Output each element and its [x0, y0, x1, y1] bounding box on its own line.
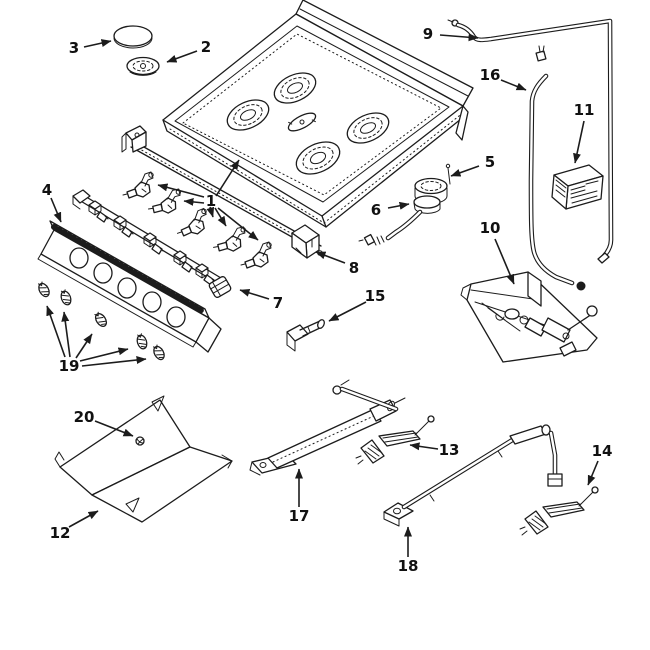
callout-2-arrow	[166, 50, 198, 63]
regulator-tube	[528, 45, 586, 291]
callout-3-arrow	[83, 39, 112, 48]
callout-19-label: 19	[59, 357, 80, 375]
callout-6-label: 6	[371, 201, 381, 219]
callout-8-arrow	[315, 251, 346, 264]
manifold-pipe	[72, 189, 232, 298]
cooktop-maintop	[162, 0, 474, 228]
callout-3-label: 3	[69, 39, 79, 57]
callout-10-label: 10	[480, 219, 501, 237]
callout-4-label: 4	[42, 181, 52, 199]
center-trim	[287, 112, 317, 132]
callout-19-arrow	[79, 347, 129, 362]
tube-fitting	[535, 45, 547, 62]
callout-20-arrow	[94, 420, 134, 437]
callout-10-arrow	[494, 238, 515, 285]
burner-ring-left	[226, 99, 270, 131]
burner-ring-right	[346, 112, 390, 144]
callout-1-arrow	[183, 197, 205, 206]
rear-burner-tube	[383, 424, 563, 527]
callout-19-arrow	[46, 305, 66, 358]
callout-1-label: 1	[206, 192, 216, 210]
small-bracket	[286, 319, 325, 352]
callout-1-arrow	[215, 159, 240, 197]
callout-14-label: 14	[592, 442, 613, 460]
callout-11-label: 11	[574, 101, 595, 119]
callout-1-arrow	[206, 206, 215, 218]
ignition-bracket-assembly	[460, 271, 598, 363]
end-knob	[208, 276, 232, 298]
callout-4-arrow	[50, 197, 62, 223]
callout-1-arrow	[214, 207, 227, 227]
igniter-electrode-14	[519, 486, 599, 536]
spark-module	[551, 164, 604, 210]
gas-valves	[122, 171, 272, 269]
callout-19-arrow	[81, 356, 147, 367]
callout-2-label: 2	[201, 38, 211, 56]
heat-shield	[54, 395, 233, 523]
support-rail	[121, 125, 323, 259]
callout-13-label: 13	[439, 441, 460, 459]
callout-7-label: 7	[273, 294, 283, 312]
shield-screw	[135, 436, 145, 446]
callout-1-arrow	[217, 207, 259, 241]
callout-19-arrow	[75, 333, 93, 359]
rail-end-bracket-8	[291, 224, 323, 259]
callout-18-label: 18	[398, 557, 419, 575]
callout-5-arrow	[450, 165, 480, 177]
callout-8-label: 8	[349, 259, 359, 277]
burner-base-assembly	[358, 163, 451, 246]
callout-15-label: 15	[365, 287, 386, 305]
callout-5-label: 5	[485, 153, 495, 171]
gas-supply-tube	[447, 18, 614, 264]
corner-tab	[455, 105, 469, 141]
callout-16-label: 16	[480, 66, 501, 84]
callout-12-label: 12	[50, 524, 71, 542]
callout-7-arrow	[239, 288, 270, 300]
callout-15-arrow	[328, 301, 367, 322]
callout-11-arrow	[573, 120, 585, 164]
burner-ring-front	[295, 141, 341, 175]
callout-9-label: 9	[423, 25, 433, 43]
callout-1-arrow	[157, 183, 205, 198]
callout-20-label: 20	[74, 408, 95, 426]
callout-19-arrow	[61, 311, 71, 358]
front-burner-tube	[249, 379, 406, 476]
burner-ring-rear	[273, 72, 317, 104]
burner-head	[126, 56, 160, 76]
callout-16-arrow	[500, 79, 527, 91]
callout-12-arrow	[68, 510, 99, 528]
control-panel	[37, 220, 222, 353]
threaded-fitting	[372, 235, 385, 246]
burner-cap	[113, 25, 153, 49]
callout-13-arrow	[409, 442, 439, 451]
callout-9-arrow	[439, 33, 479, 42]
rail-left-bracket	[121, 125, 147, 153]
callout-6-arrow	[387, 201, 410, 210]
callout-14-arrow	[587, 460, 599, 486]
callout-17-label: 17	[289, 507, 310, 525]
